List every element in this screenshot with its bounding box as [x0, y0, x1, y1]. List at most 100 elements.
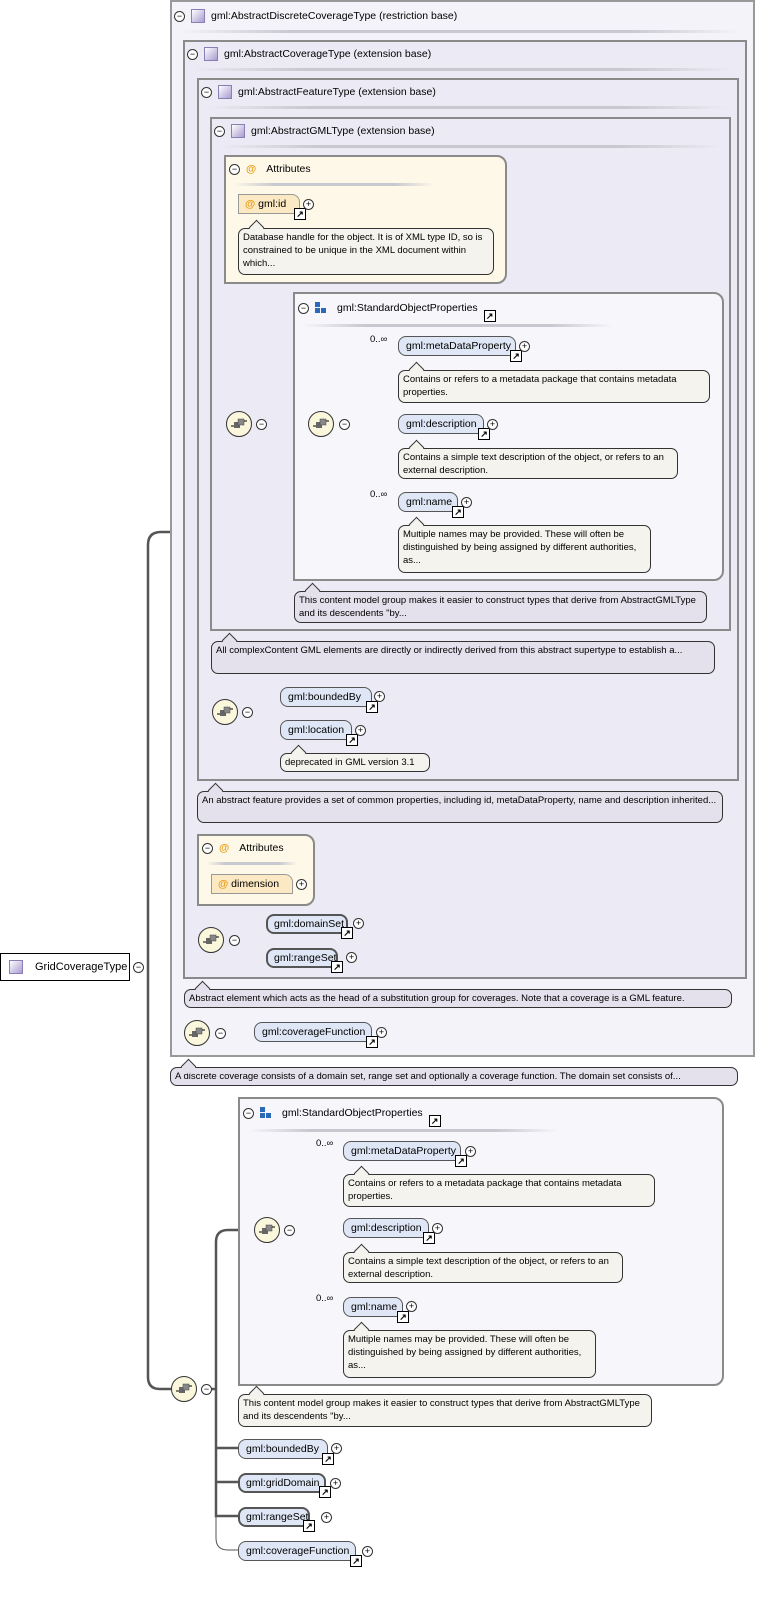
attributes-title: Attributes: [239, 842, 284, 854]
element-description[interactable]: gml:description↗: [398, 414, 490, 440]
element-label: gml:metaDataProperty: [406, 340, 512, 352]
expand-icon[interactable]: +: [362, 1546, 373, 1557]
expand-icon[interactable]: +: [461, 497, 472, 508]
attribute-gml-id[interactable]: @ gml:id↗: [238, 194, 306, 220]
collapse-icon[interactable]: −: [242, 707, 253, 718]
expand-icon[interactable]: +: [346, 952, 357, 963]
collapse-icon[interactable]: −: [201, 86, 212, 98]
grid-connectors: [211, 1228, 254, 1518]
collapse-icon[interactable]: −: [174, 10, 185, 22]
element-coveragefunction[interactable]: gml:coverageFunction↗: [238, 1541, 362, 1567]
element-metadataproperty[interactable]: gml:metaDataProperty↗: [343, 1141, 467, 1167]
collapse-icon[interactable]: −: [256, 419, 267, 430]
link-arrow-icon[interactable]: ↗: [510, 350, 522, 362]
link-arrow-icon[interactable]: ↗: [366, 701, 378, 713]
root-type-label: GridCoverageType: [35, 961, 128, 973]
collapse-icon[interactable]: −: [229, 935, 240, 946]
element-description[interactable]: gml:description↗: [343, 1218, 435, 1244]
element-rangeset[interactable]: gml:rangeSet↗: [266, 948, 343, 973]
collapse-icon[interactable]: −: [229, 163, 240, 175]
sequence-icon[interactable]: [254, 1217, 280, 1243]
collapse-icon[interactable]: −: [201, 1384, 212, 1395]
doc-name: Multiple names may be provided. These wi…: [343, 1330, 596, 1378]
collapse-icon[interactable]: −: [187, 48, 198, 60]
collapse-icon[interactable]: −: [202, 842, 213, 854]
link-arrow-icon[interactable]: ↗: [350, 1555, 362, 1567]
base-header: − gml:AbstractDiscreteCoverageType (restr…: [174, 9, 457, 23]
group-icon: [260, 1107, 272, 1119]
collapse-icon[interactable]: −: [339, 419, 350, 430]
link-arrow-icon[interactable]: ↗: [397, 1311, 409, 1323]
expand-icon[interactable]: +: [519, 341, 530, 352]
doc-abstract-discrete-coverage-type: A discrete coverage consists of a domain…: [170, 1067, 738, 1086]
collapse-root-icon[interactable]: −: [133, 962, 144, 973]
link-arrow-icon[interactable]: ↗: [319, 1486, 331, 1498]
collapse-icon[interactable]: −: [214, 125, 225, 137]
element-rangeset[interactable]: gml:rangeSet↗: [238, 1507, 315, 1532]
link-arrow-icon[interactable]: ↗: [455, 1155, 467, 1167]
base-header: −gml:AbstractGMLType (extension base): [214, 124, 435, 138]
expand-icon[interactable]: +: [406, 1301, 417, 1312]
link-arrow-icon[interactable]: ↗: [341, 927, 353, 939]
attribute-dimension[interactable]: @ dimension: [211, 874, 293, 894]
link-arrow-icon[interactable]: ↗: [331, 961, 343, 973]
collapse-icon[interactable]: −: [298, 302, 309, 314]
doc-description: Contains a simple text description of th…: [343, 1252, 623, 1283]
root-type-gridcoveragetype[interactable]: GridCoverageType: [0, 953, 130, 981]
expand-icon[interactable]: +: [321, 1512, 332, 1523]
element-label: gml:name: [351, 1301, 398, 1313]
doc-description: Contains a simple text description of th…: [398, 448, 678, 479]
base-title: gml:AbstractFeatureType (extension base): [238, 86, 436, 98]
element-griddomain[interactable]: gml:gridDomain↗: [238, 1473, 331, 1498]
expand-icon[interactable]: +: [330, 1478, 341, 1489]
expand-icon[interactable]: +: [355, 725, 366, 736]
element-name[interactable]: gml:name↗: [398, 492, 464, 518]
base-title: gml:AbstractDiscreteCoverageType (restri…: [211, 10, 458, 22]
element-boundedby[interactable]: gml:boundedBy ↗: [280, 687, 378, 713]
attributes-title: Attributes: [266, 163, 311, 175]
link-arrow-icon[interactable]: ↗: [483, 310, 496, 322]
sequence-icon[interactable]: [184, 1020, 210, 1046]
collapse-icon[interactable]: −: [284, 1225, 295, 1236]
sequence-icon[interactable]: [171, 1376, 197, 1402]
link-arrow-icon[interactable]: ↗: [294, 208, 306, 220]
element-coveragefunction[interactable]: gml:coverageFunction↗: [254, 1022, 378, 1048]
group-title: gml:StandardObjectProperties: [282, 1107, 423, 1119]
collapse-icon[interactable]: −: [243, 1107, 254, 1119]
attribute-icon: @: [218, 878, 229, 890]
expand-icon[interactable]: +: [353, 918, 364, 929]
link-arrow-icon[interactable]: ↗: [428, 1115, 441, 1127]
expand-icon[interactable]: +: [376, 1027, 387, 1038]
element-label: gml:location: [288, 724, 345, 736]
collapse-icon[interactable]: −: [215, 1028, 226, 1039]
sequence-icon[interactable]: [308, 411, 334, 437]
link-arrow-icon[interactable]: ↗: [303, 1520, 315, 1532]
link-arrow-icon[interactable]: ↗: [322, 1453, 334, 1465]
expand-icon[interactable]: +: [296, 879, 307, 890]
link-arrow-icon[interactable]: ↗: [478, 428, 490, 440]
link-arrow-icon[interactable]: ↗: [366, 1036, 378, 1048]
doc-sop-group: This content model group makes it easier…: [294, 591, 707, 623]
expand-icon[interactable]: +: [331, 1443, 342, 1454]
sequence-icon[interactable]: [226, 411, 252, 437]
expand-icon[interactable]: +: [374, 691, 385, 702]
sequence-icon[interactable]: [212, 699, 238, 725]
element-boundedby[interactable]: gml:boundedBy↗: [238, 1439, 334, 1465]
link-arrow-icon[interactable]: ↗: [452, 506, 464, 518]
element-label: gml:coverageFunction: [262, 1026, 366, 1038]
element-name[interactable]: gml:name↗: [343, 1297, 409, 1323]
expand-icon[interactable]: +: [432, 1223, 443, 1234]
link-arrow-icon[interactable]: ↗: [346, 734, 358, 746]
grid-optional-connector: [215, 1516, 238, 1551]
sequence-icon[interactable]: [198, 927, 224, 953]
element-location[interactable]: gml:location↗: [280, 720, 358, 746]
element-domainset[interactable]: gml:domainSet↗: [266, 914, 353, 939]
element-label: gml:metaDataProperty: [351, 1145, 457, 1157]
element-metadataproperty[interactable]: gml:metaDataProperty↗: [398, 336, 522, 362]
expand-icon[interactable]: +: [465, 1146, 476, 1157]
link-arrow-icon[interactable]: ↗: [423, 1232, 435, 1244]
complex-type-icon: [231, 124, 245, 138]
expand-icon[interactable]: +: [487, 419, 498, 430]
expand-icon[interactable]: +: [303, 199, 314, 210]
element-label: gml:boundedBy: [288, 691, 361, 703]
